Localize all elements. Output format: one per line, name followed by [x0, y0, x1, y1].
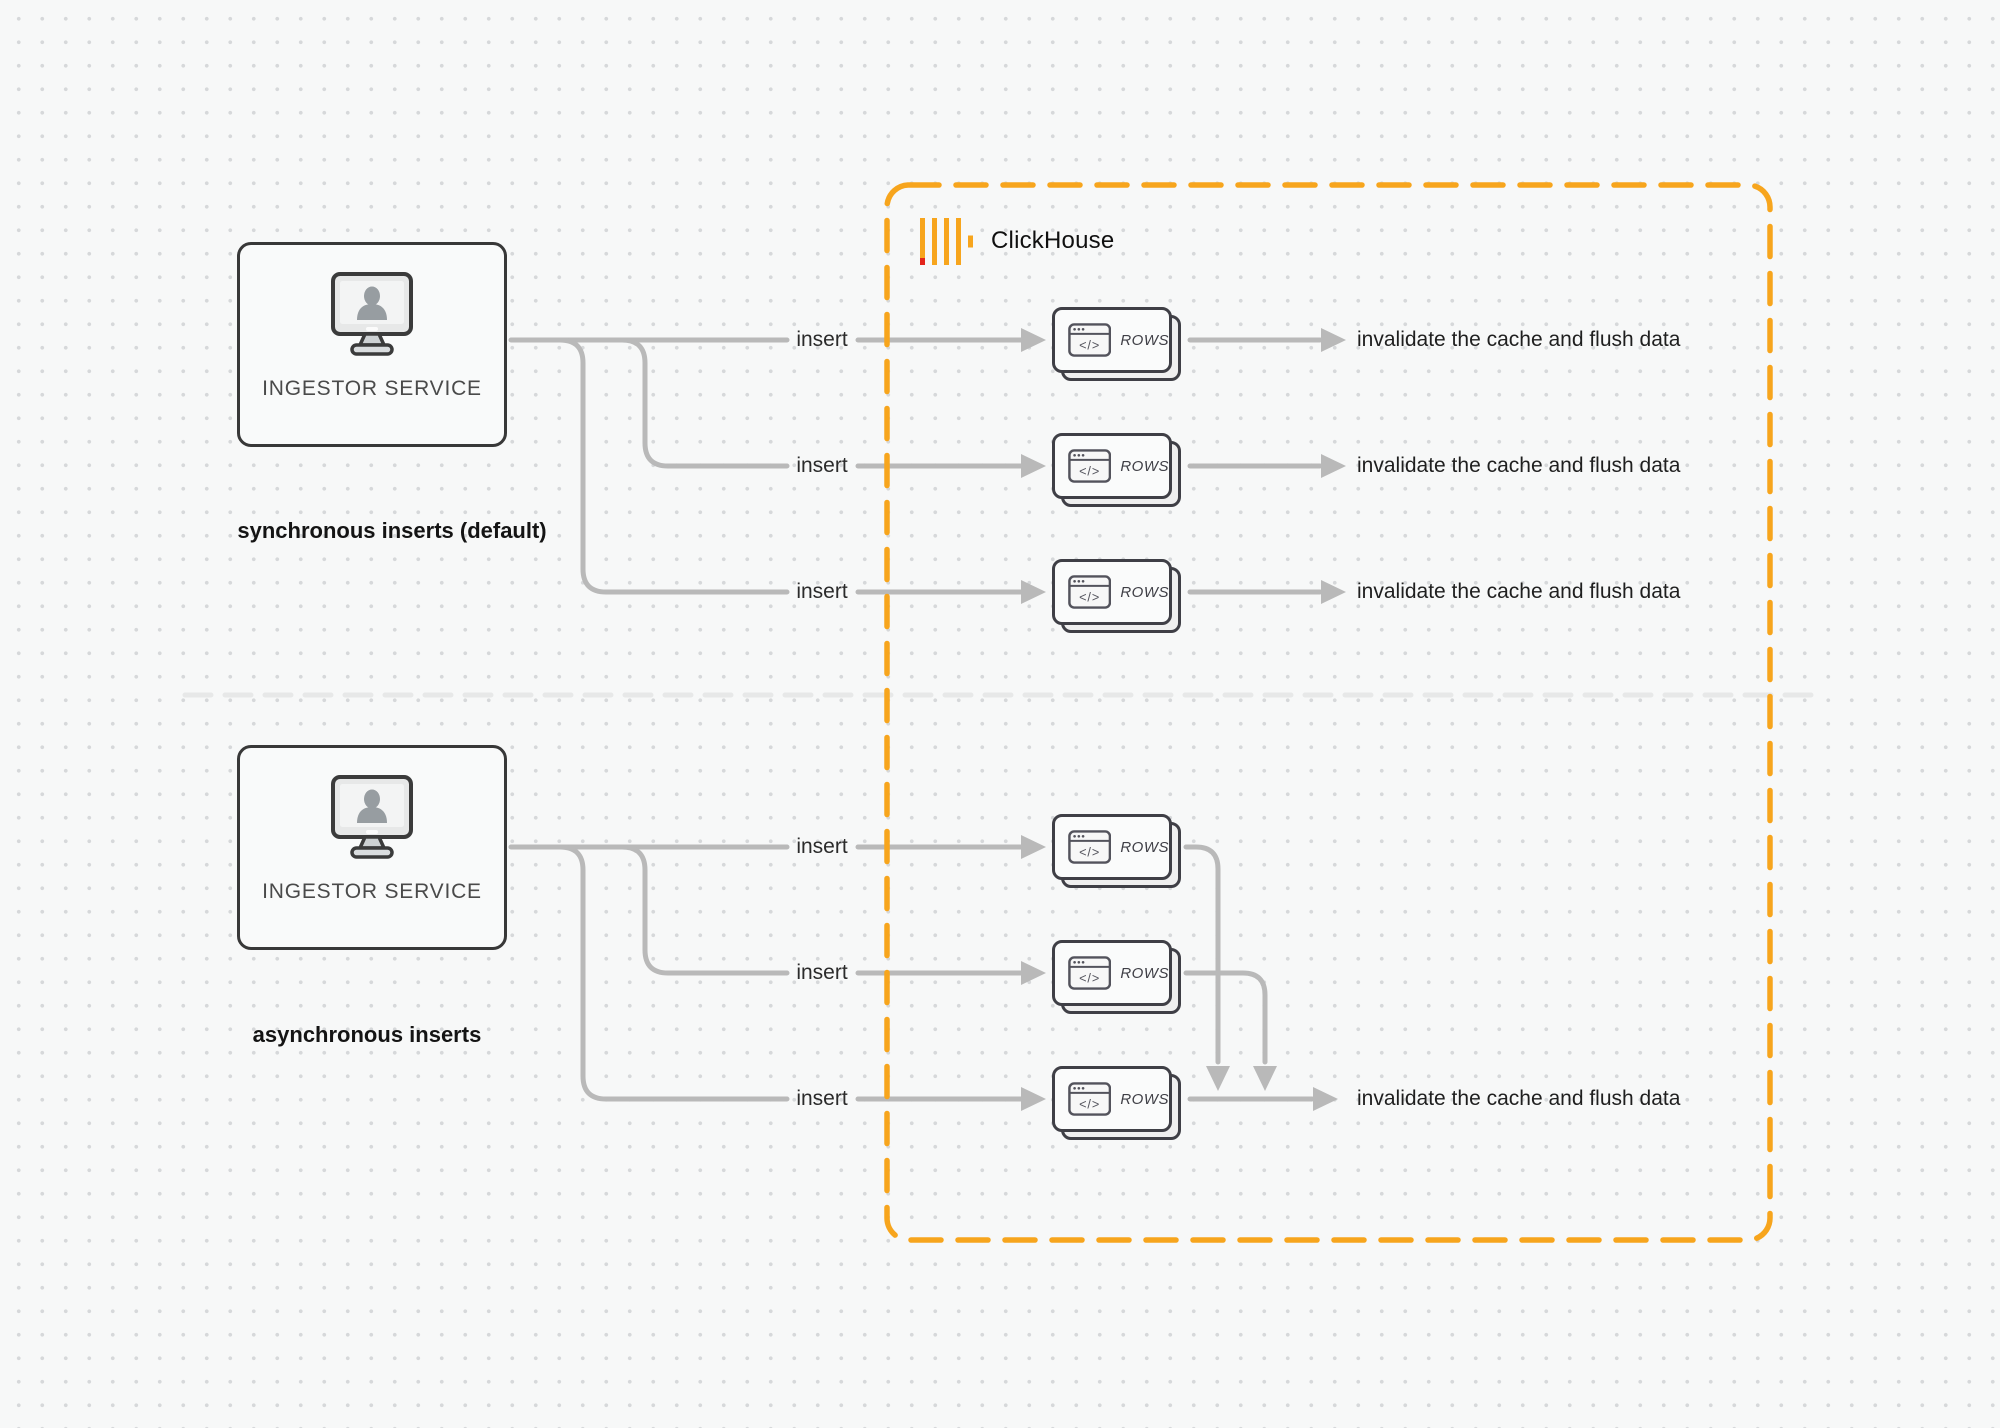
code-glyph: </>	[1079, 844, 1100, 859]
insert-label: insert	[796, 580, 848, 603]
ingestor-service-box-async: INGESTOR SERVICE	[237, 745, 507, 950]
clickhouse-bars-icon	[920, 218, 973, 265]
code-glyph: </>	[1079, 463, 1100, 478]
clickhouse-brand-label: ClickHouse	[991, 227, 1115, 254]
code-glyph: </>	[1079, 970, 1100, 985]
rows-label: ROWS	[1120, 1090, 1169, 1108]
result-label: invalidate the cache and flush data	[1357, 328, 1681, 351]
code-window-icon: </>	[1068, 956, 1112, 990]
rows-label: ROWS	[1120, 838, 1169, 856]
code-window-icon: </>	[1068, 575, 1112, 609]
connector-lines	[508, 337, 1323, 1102]
code-window-icon: </>	[1068, 449, 1112, 483]
service-label: INGESTOR SERVICE	[262, 377, 482, 400]
code-glyph: </>	[1079, 337, 1100, 352]
code-glyph: </>	[1079, 589, 1100, 604]
card-front: </> ROWS	[1052, 1066, 1172, 1132]
rows-buffer-card: </> ROWS	[1052, 940, 1181, 1014]
monitor-user-icon	[331, 272, 413, 356]
code-window-icon: </>	[1068, 323, 1112, 357]
insert-label: insert	[796, 454, 848, 477]
result-label: invalidate the cache and flush data	[1357, 580, 1681, 603]
rows-buffer-card: </> ROWS	[1052, 433, 1181, 507]
result-label: invalidate the cache and flush data	[1357, 454, 1681, 477]
card-front: </> ROWS	[1052, 814, 1172, 880]
rows-label: ROWS	[1120, 964, 1169, 982]
rows-buffer-card: </> ROWS	[1052, 559, 1181, 633]
insert-label: insert	[796, 961, 848, 984]
async-caption: asynchronous inserts	[252, 1022, 482, 1047]
rows-label: ROWS	[1120, 583, 1169, 601]
insert-label: insert	[796, 835, 848, 858]
rows-label: ROWS	[1120, 331, 1169, 349]
card-front: </> ROWS	[1052, 559, 1172, 625]
rows-buffer-card: </> ROWS	[1052, 814, 1181, 888]
result-label: invalidate the cache and flush data	[1357, 1087, 1681, 1110]
code-glyph: </>	[1079, 1096, 1100, 1111]
rows-label: ROWS	[1120, 457, 1169, 475]
card-front: </> ROWS	[1052, 433, 1172, 499]
insert-label: insert	[796, 1087, 848, 1110]
rows-buffer-card: </> ROWS	[1052, 307, 1181, 381]
code-window-icon: </>	[1068, 1082, 1112, 1116]
insert-label: insert	[796, 328, 848, 351]
service-label: INGESTOR SERVICE	[262, 880, 482, 903]
sync-caption: synchronous inserts (default)	[237, 518, 547, 543]
rows-buffer-card: </> ROWS	[1052, 1066, 1181, 1140]
card-front: </> ROWS	[1052, 307, 1172, 373]
card-front: </> ROWS	[1052, 940, 1172, 1006]
ingestor-service-box-sync: INGESTOR SERVICE	[237, 242, 507, 447]
code-window-icon: </>	[1068, 830, 1112, 864]
monitor-user-icon	[331, 775, 413, 859]
